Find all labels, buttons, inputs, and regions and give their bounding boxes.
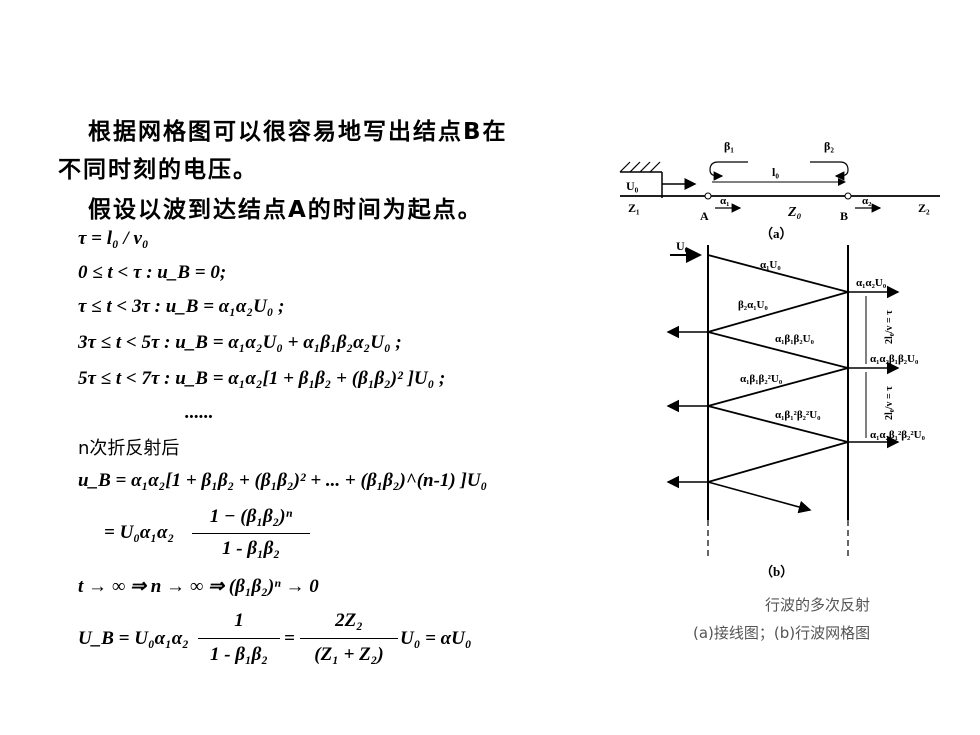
eq-final-rhs: U₀ = αU₀ (400, 628, 472, 649)
intro-line-3: 假设以波到达结点A的时间为起点。 (88, 197, 483, 223)
eq-tau: τ = l₀ / v₀ (78, 228, 149, 249)
eq-sum-fraction-bar (192, 533, 310, 534)
eq-final-den-2: (Z₁ + Z₂) (314, 644, 384, 665)
diagram-label-b: （b） (760, 564, 793, 579)
eq-final-bar-1 (198, 638, 280, 639)
time-label-1: 2l₀/v = τ (884, 310, 895, 344)
diagram-l0: l₀ (772, 165, 779, 179)
wave-label-3: α₁β₁β₂U₀ (775, 333, 815, 345)
eq-final-bar-2 (300, 638, 398, 639)
eq-final-equals: = (284, 628, 295, 649)
eq-limit: t → ∞ ⇒ n → ∞ ⇒ (β₁β₂)ⁿ → 0 (78, 576, 319, 597)
diagram-u0-b: U₀ (676, 239, 689, 253)
diagram-u0-a: U₀ (626, 179, 639, 193)
eq-sum-lhs: = U₀α₁α₂ (104, 522, 175, 543)
diagram-z2: Z₂ (918, 201, 930, 215)
node-a-dot (704, 192, 712, 200)
diagram-node-a: A (700, 209, 709, 223)
diagram-z0: Z₀ (787, 205, 802, 220)
diagram-label-a: （a） (760, 226, 793, 241)
eq-final-den-1: 1 - β₁β₂ (209, 644, 269, 665)
wave-label-5: α₁β₁²β₂²U₀ (775, 409, 821, 421)
right-label-3: α₁α₂β₁²β₂²U₀ (870, 429, 926, 441)
eq-case-1: 0 ≤ t < τ : u_B = 0; (78, 262, 227, 283)
intro-line-1: 根据网格图可以很容易地写出结点B在 (88, 119, 508, 145)
right-label-2: α₁α₂β₁β₂U₀ (870, 353, 919, 365)
eq-general: u_B = α₁α₂[1 + β₁β₂ + (β₁β₂)² + ... + (β… (78, 470, 488, 491)
lattice-diagram: U₀ Z₁ A B Z₀ Z₂ α₁ α₂ β₁ β₂ l₀ （a） U₀ (619, 139, 940, 579)
eq-final-num-1: 1 (234, 610, 244, 631)
ground-hatch (619, 161, 661, 173)
diagram-node-b: B (840, 209, 848, 223)
node-b-dot (844, 192, 852, 200)
diagram-caption-sub: (a)接线图；(b)行波网格图 (693, 624, 871, 642)
diagram-z1: Z₁ (628, 201, 640, 215)
diagram-caption-title: 行波的多次反射 (765, 596, 871, 614)
eq-n-label: n次折反射后 (78, 438, 180, 459)
eq-sum-numerator: 1 − (β₁β₂)ⁿ (209, 506, 293, 527)
wave-label-4: α₁β₁β₂²U₀ (740, 373, 783, 385)
connection-diagram: U₀ Z₁ A B Z₀ Z₂ α₁ α₂ β₁ β₂ l₀ （a） (619, 139, 940, 241)
diagram-alpha2: α₂ (862, 195, 872, 207)
intro-line-2: 不同时刻的电压。 (58, 157, 258, 183)
eq-final-lhs: U_B = U₀α₁α₂ (78, 628, 189, 649)
eq-dots: ...... (185, 402, 214, 423)
diagram-alpha1: α₁ (720, 195, 729, 207)
wave-label-1: α₁U₀ (760, 259, 781, 271)
wave-label-2: β₂α₁U₀ (738, 299, 768, 311)
eq-case-4: 5τ ≤ t < 7τ : u_B = α₁α₂[1 + β₁β₂ + (β₁β… (78, 368, 446, 389)
eq-case-2: τ ≤ t < 3τ : u_B = α₁α₂U₀ ; (78, 296, 285, 317)
diagram-beta2: β₂ (824, 139, 834, 153)
eq-final-num-2: 2Z₂ (335, 610, 363, 631)
time-label-2: 2l₀/v = τ (884, 386, 895, 420)
eq-case-3: 3τ ≤ t < 5τ : u_B = α₁α₂U₀ + α₁β₁β₂α₂U₀ … (78, 332, 402, 353)
right-label-1: α₁α₂U₀ (856, 277, 887, 289)
lattice-grid: U₀ α₁U₀ β₂α₁U₀ α₁β₁β₂U₀ α₁β₁β₂²U₀ α₁β₁²β… (666, 239, 926, 579)
eq-sum-denominator: 1 - β₁β₂ (221, 538, 281, 559)
diagram-beta1: β₁ (724, 139, 734, 153)
